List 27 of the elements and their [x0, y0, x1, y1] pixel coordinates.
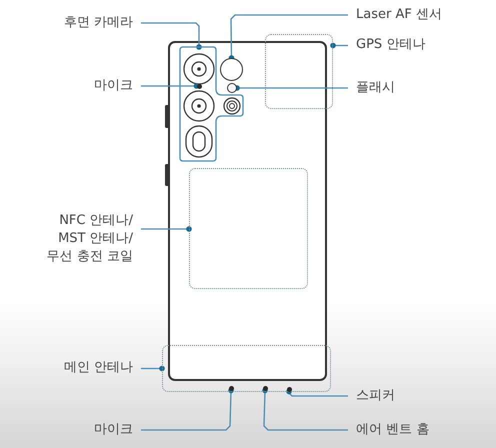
leader-line: [234, 85, 348, 91]
leader-line: [141, 22, 202, 50]
part-label: NFC 안테나/ MST 안테나/ 무선 충전 코일: [45, 212, 133, 266]
dotted-outline-area: [162, 345, 331, 392]
leader-line: [141, 366, 165, 372]
leader-line: [141, 388, 234, 431]
leader-line: [141, 226, 192, 232]
part-label: 에어 벤트 홈: [356, 422, 430, 438]
dotted-outline-area: [189, 168, 308, 289]
leader-line: [262, 388, 348, 431]
part-label: 메인 안테나: [64, 360, 133, 376]
leader-line: [228, 14, 348, 61]
hole-dot: [228, 386, 234, 390]
leader-line: [286, 388, 348, 397]
part-label: 후면 카메라: [64, 15, 133, 31]
part-label: GPS 안테나: [356, 37, 426, 53]
leader-line: [141, 83, 200, 89]
leader-line: [330, 42, 348, 48]
hole-dot: [196, 84, 202, 88]
hole-dot: [286, 386, 292, 392]
part-label: 마이크: [94, 422, 133, 438]
dotted-outline-area: [265, 34, 333, 109]
part-label: 플래시: [356, 80, 395, 96]
part-label: 스피커: [356, 388, 395, 404]
part-label: 마이크: [94, 78, 133, 94]
part-label: Laser AF 센서: [356, 7, 442, 23]
hole-dot: [262, 386, 268, 390]
